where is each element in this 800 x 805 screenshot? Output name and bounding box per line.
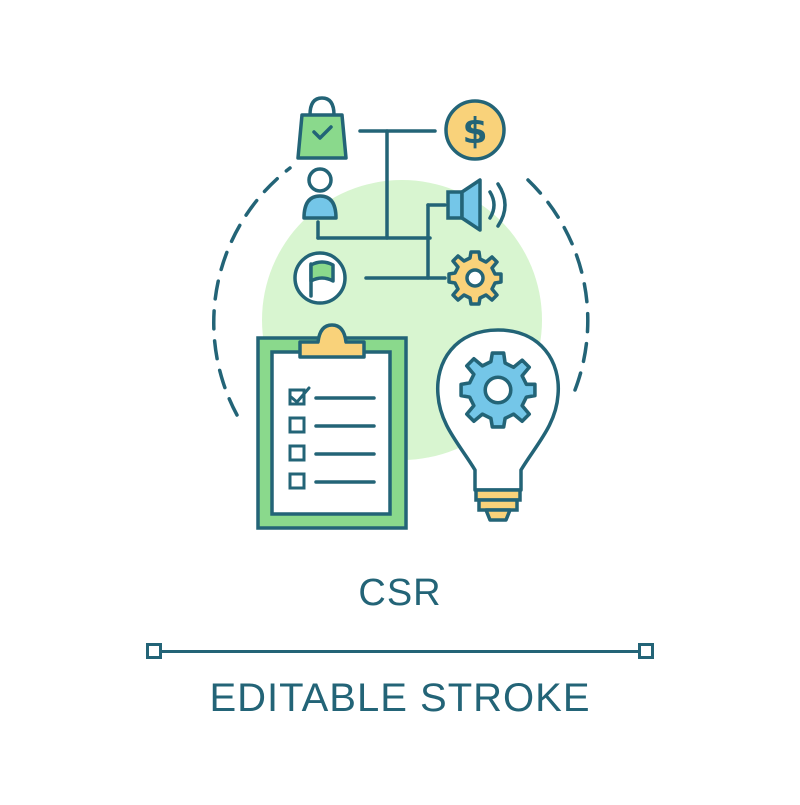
flag-icon (293, 251, 347, 305)
svg-text:$: $ (462, 111, 487, 152)
checklist-box (288, 472, 306, 490)
editable-stroke-label: EDITABLE STROKE (209, 676, 591, 720)
person-icon (302, 167, 338, 220)
clipboard-checklist-icon (256, 323, 408, 530)
lightbulb-gear-icon (436, 328, 560, 522)
shopping-bag-icon (296, 96, 348, 160)
connector-tree (316, 129, 447, 280)
stroke-handle-right[interactable] (638, 643, 654, 659)
gear-icon (447, 250, 503, 306)
concept-title: CSR (358, 572, 442, 614)
checklist-box (288, 416, 306, 434)
dashed-arc-right (526, 178, 590, 392)
checklist (288, 386, 376, 490)
checklist-tick (289, 386, 311, 404)
stroke-handle-left[interactable] (146, 643, 162, 659)
checklist-box (288, 444, 306, 462)
speaker-icon (446, 178, 507, 232)
dashed-arc-left (212, 166, 292, 417)
editable-stroke-line (162, 650, 640, 653)
dollar-coin-icon: $ (444, 99, 506, 161)
